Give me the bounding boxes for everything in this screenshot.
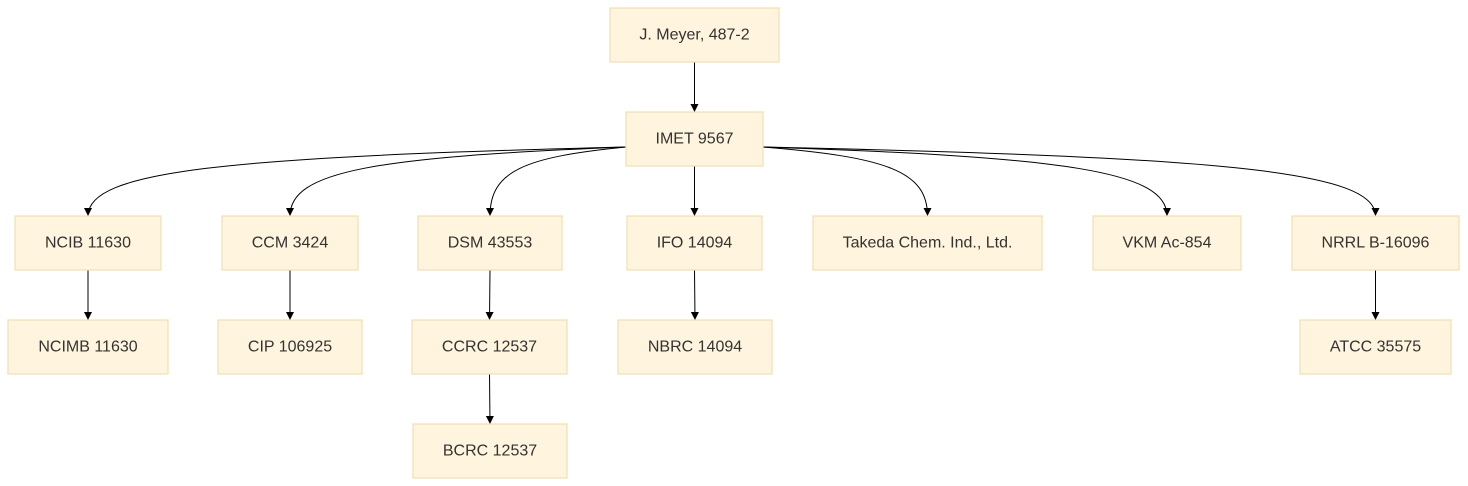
node-meyer: J. Meyer, 487-2 <box>609 7 780 63</box>
node-box <box>411 319 568 375</box>
node-label: IMET 9567 <box>656 131 734 148</box>
node-box <box>626 215 763 271</box>
node-box <box>1291 215 1460 271</box>
edge-imet-to-ncib <box>84 146 627 217</box>
node-box <box>221 215 359 271</box>
node-box <box>609 7 780 63</box>
node-label: DSM 43553 <box>448 235 533 252</box>
node-label: NCIMB 11630 <box>38 339 137 356</box>
node-label: ATCC 35575 <box>1330 339 1421 356</box>
node-label: BCRC 12537 <box>443 443 537 460</box>
node-box <box>1092 215 1242 271</box>
node-cip: CIP 106925 <box>217 319 363 375</box>
node-nbrc: NBRC 14094 <box>617 319 773 375</box>
node-label: NCIB 11630 <box>45 235 131 252</box>
edges-layer <box>84 62 1380 425</box>
edge-imet-to-takeda <box>762 146 932 217</box>
edge-ifo-to-nbrc <box>690 269 699 321</box>
node-ncimb: NCIMB 11630 <box>7 319 169 375</box>
node-label: Takeda Chem. Ind., Ltd. <box>843 235 1013 252</box>
node-box <box>14 215 162 271</box>
node-label: CCM 3424 <box>252 235 329 252</box>
node-box <box>617 319 773 375</box>
node-label: NRRL B-16096 <box>1322 235 1430 252</box>
edge-imet-to-nrrl <box>762 146 1380 217</box>
node-imet: IMET 9567 <box>625 111 764 167</box>
edge-ccrc-to-bcrc <box>485 373 494 425</box>
node-label: IFO 14094 <box>657 235 733 252</box>
node-nrrl: NRRL B-16096 <box>1291 215 1460 271</box>
node-ncib: NCIB 11630 <box>14 215 162 271</box>
node-bcrc: BCRC 12537 <box>412 423 568 479</box>
node-atcc: ATCC 35575 <box>1299 319 1452 375</box>
node-ifo: IFO 14094 <box>626 215 763 271</box>
node-label: J. Meyer, 487-2 <box>639 27 749 44</box>
nodes-layer: J. Meyer, 487-2 IMET 9567 NCIB 11630 CCM… <box>7 7 1460 479</box>
node-box <box>812 215 1043 271</box>
node-label: CIP 106925 <box>248 339 332 356</box>
edge-imet-to-vkm <box>762 146 1171 217</box>
node-label: NBRC 14094 <box>648 339 742 356</box>
node-box <box>7 319 169 375</box>
node-box <box>1299 319 1452 375</box>
node-dsm: DSM 43553 <box>417 215 563 271</box>
node-takeda: Takeda Chem. Ind., Ltd. <box>812 215 1043 271</box>
edge-imet-to-ccm <box>286 146 627 217</box>
node-box <box>217 319 363 375</box>
node-vkm: VKM Ac-854 <box>1092 215 1242 271</box>
node-box <box>417 215 563 271</box>
node-label: CCRC 12537 <box>442 339 537 356</box>
node-box <box>625 111 764 167</box>
node-box <box>412 423 568 479</box>
edge-dsm-to-ccrc <box>485 269 494 321</box>
node-ccrc: CCRC 12537 <box>411 319 568 375</box>
node-label: VKM Ac-854 <box>1123 235 1212 252</box>
node-ccm: CCM 3424 <box>221 215 359 271</box>
edge-imet-to-dsm <box>486 146 627 217</box>
